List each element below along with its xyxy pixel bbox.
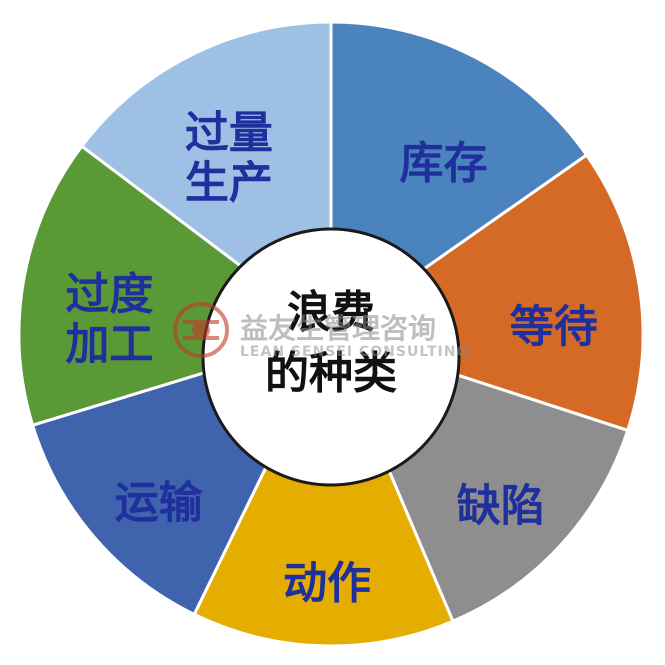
segment-label-overprocessing-1: 过度 xyxy=(65,269,153,320)
segment-motion xyxy=(192,330,455,648)
segment-label-inventory: 库存 xyxy=(400,138,488,189)
center-label-line1: 浪费 xyxy=(287,287,375,338)
watermark: 益友生管理咨询 LEAN SENSEI CONSULTING xyxy=(173,302,469,360)
segment-label-overprocessing-2: 加工 xyxy=(65,319,153,370)
segment-label-waiting: 等待 xyxy=(510,302,598,353)
segment-label-defects: 缺陷 xyxy=(457,481,545,532)
segment-label-overproduction-1: 过量 xyxy=(185,107,273,158)
segment-label-overproduction-2: 生产 xyxy=(185,157,273,208)
segment-label-transport: 运输 xyxy=(115,478,204,529)
watermark-subtitle: LEAN SENSEI CONSULTING xyxy=(240,344,469,360)
watermark-title: 益友生管理咨询 xyxy=(240,312,436,345)
center-label-line2: 的种类 xyxy=(265,348,397,399)
segment-waiting xyxy=(327,152,645,433)
watermark-logo-icon xyxy=(173,302,229,358)
segment-label-motion: 动作 xyxy=(283,558,371,609)
